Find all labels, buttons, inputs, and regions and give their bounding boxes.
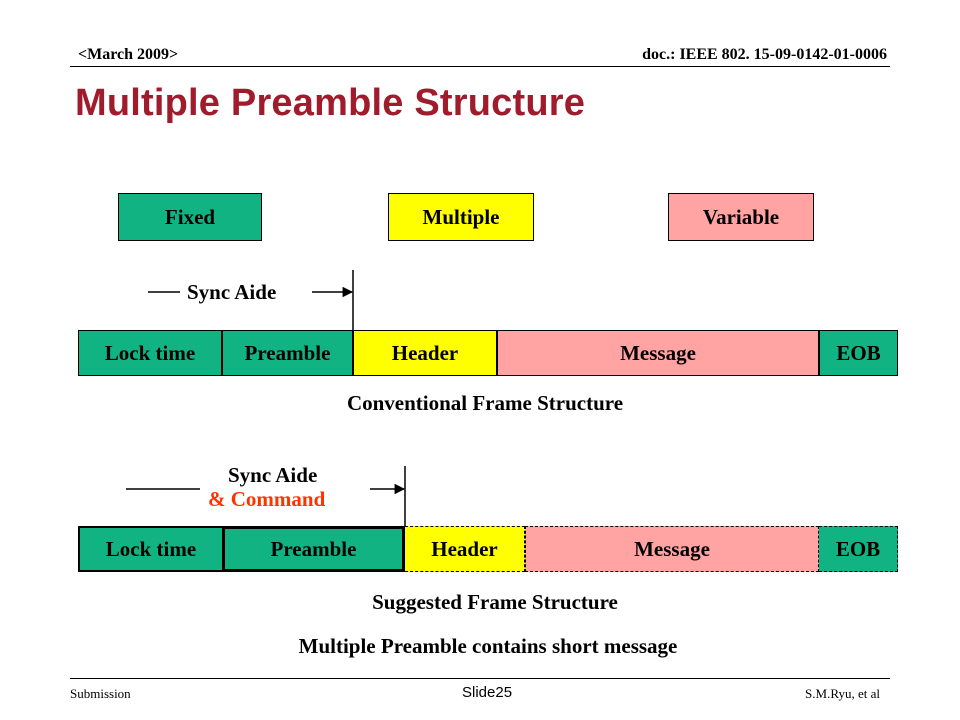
conv-message: Message — [497, 330, 819, 376]
legend-multiple: Multiple — [388, 193, 534, 241]
suggested-note: Multiple Preamble contains short message — [298, 634, 678, 658]
conv-lock-time: Lock time — [78, 330, 222, 376]
sug-eob: EOB — [819, 526, 898, 572]
slide-title: Multiple Preamble Structure — [75, 82, 586, 124]
conv-eob: EOB — [819, 330, 898, 376]
footer-rule — [70, 678, 890, 679]
footer-slide-number: Slide25 — [462, 684, 513, 701]
conv-preamble: Preamble — [222, 330, 353, 376]
header-doc-id: doc.: IEEE 802. 15-09-0142-01-0006 — [642, 46, 887, 63]
suggested-caption: Suggested Frame Structure — [372, 590, 618, 614]
footer-submission: Submission — [70, 686, 131, 701]
sug-lock-time: Lock time — [78, 526, 222, 572]
legend-variable: Variable — [668, 193, 814, 241]
conventional-caption: Conventional Frame Structure — [346, 391, 624, 415]
sug-preamble: Preamble — [222, 526, 405, 572]
header-rule — [70, 66, 890, 67]
sug-message: Message — [525, 526, 819, 572]
legend-fixed: Fixed — [118, 193, 262, 241]
command-label: & Command — [208, 487, 326, 511]
sync-aide-label: Sync Aide — [187, 280, 277, 304]
conv-header: Header — [353, 330, 497, 376]
footer-author: S.M.Ryu, et al — [805, 686, 880, 701]
header-date: <March 2009> — [78, 46, 179, 63]
sug-header: Header — [405, 526, 525, 572]
sync-aide-label-2: Sync Aide — [228, 463, 318, 487]
